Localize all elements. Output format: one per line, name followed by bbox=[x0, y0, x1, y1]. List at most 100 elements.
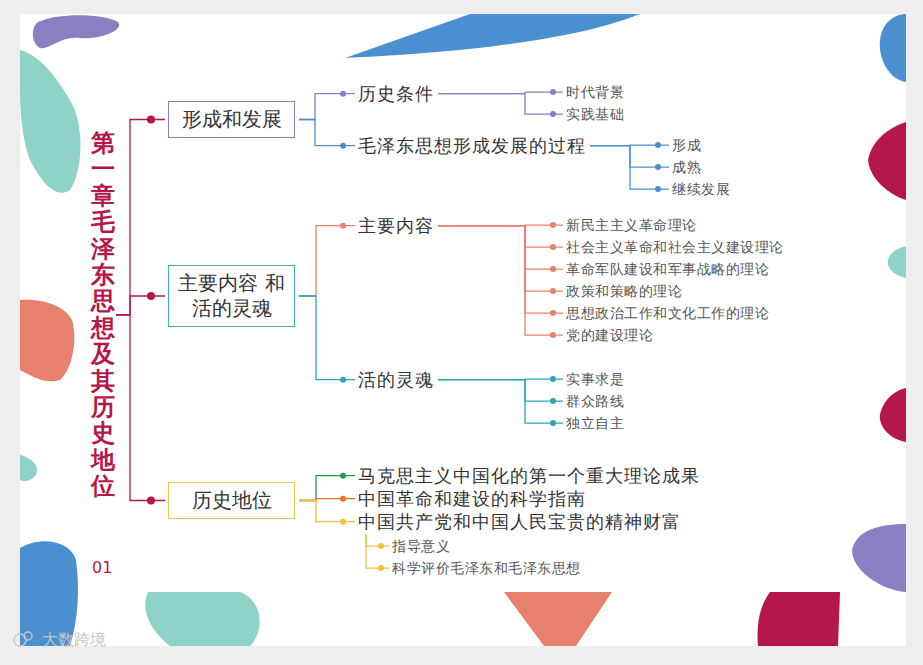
branch-dot bbox=[655, 186, 661, 192]
branch-dot bbox=[147, 116, 155, 124]
topic-text: 马克思主义中国化的第一个重大理论成果 bbox=[358, 464, 700, 487]
branch-dot bbox=[655, 142, 661, 148]
blob bbox=[20, 455, 37, 481]
node-text: 实事求是 bbox=[566, 370, 624, 388]
item-text: 新民主主义革命理论 bbox=[566, 216, 697, 234]
item-text: 群众路线 bbox=[566, 392, 624, 410]
node-text: 第一章毛泽东思想及其历史地位 bbox=[91, 130, 115, 499]
topic-text: 中国革命和建设的科学指南 bbox=[358, 487, 586, 510]
item-text: 实事求是 bbox=[566, 370, 624, 388]
tree-connector bbox=[438, 380, 563, 401]
branch-dot bbox=[147, 292, 155, 300]
node-text: 政策和策略的理论 bbox=[566, 282, 682, 300]
node-text: 思想政治工作和文化工作的理论 bbox=[566, 304, 769, 322]
item-text: 实践基础 bbox=[566, 105, 624, 123]
blob bbox=[20, 50, 80, 193]
item-text: 思想政治工作和文化工作的理论 bbox=[566, 304, 769, 322]
tree-connector bbox=[366, 534, 389, 568]
tree-connector bbox=[438, 226, 563, 291]
branch-dot bbox=[550, 420, 556, 426]
tree-connector bbox=[299, 501, 355, 522]
branch-dot bbox=[550, 310, 556, 316]
node-text: 党的建设理论 bbox=[566, 326, 653, 344]
item-text: 继续发展 bbox=[672, 180, 730, 198]
tree-connector bbox=[116, 315, 165, 501]
node-text: 成熟 bbox=[672, 158, 701, 176]
branch-dot bbox=[655, 164, 661, 170]
section-box: 历史地位 bbox=[168, 482, 295, 519]
branch-dot bbox=[550, 89, 556, 95]
node-text: 独立自主 bbox=[566, 414, 624, 432]
branch-dot bbox=[340, 519, 346, 525]
node-text: 指导意义 bbox=[392, 537, 450, 555]
item-text: 社会主义革命和社会主义建设理论 bbox=[566, 238, 784, 256]
node-text: 中国革命和建设的科学指南 bbox=[358, 487, 586, 510]
node-text: 科学评价毛泽东和毛泽东思想 bbox=[392, 559, 581, 577]
branch-dot bbox=[550, 288, 556, 294]
watermark: 大数跨境 bbox=[42, 630, 106, 651]
tree-connector bbox=[299, 226, 355, 296]
node-text: 群众路线 bbox=[566, 392, 624, 410]
tree-connector bbox=[438, 380, 563, 423]
node-text: 活的灵魂 bbox=[358, 368, 434, 391]
node-text: 社会主义革命和社会主义建设理论 bbox=[566, 238, 784, 256]
node-text: 主要内容 和活的灵魂 bbox=[177, 271, 286, 321]
branch-dot bbox=[550, 332, 556, 338]
topic-text: 历史条件 bbox=[358, 82, 434, 105]
item-text: 形成 bbox=[672, 136, 701, 154]
item-text: 科学评价毛泽东和毛泽东思想 bbox=[392, 559, 581, 577]
branch-dot bbox=[340, 496, 346, 502]
node-text: 毛泽东思想形成发展的过程 bbox=[358, 134, 586, 157]
branch-dot bbox=[340, 377, 346, 383]
blob bbox=[868, 122, 906, 200]
tree-connector bbox=[438, 226, 563, 335]
node-text: 形成和发展 bbox=[177, 107, 286, 132]
item-text: 独立自主 bbox=[566, 414, 624, 432]
blob bbox=[345, 14, 640, 58]
node-text: 历史地位 bbox=[177, 488, 286, 513]
blob bbox=[888, 246, 906, 278]
item-text: 党的建设理论 bbox=[566, 326, 653, 344]
branch-dot bbox=[340, 91, 346, 97]
topic-text: 活的灵魂 bbox=[358, 368, 434, 391]
tree-connector bbox=[116, 296, 165, 315]
tree-connector bbox=[590, 146, 669, 189]
tree-connector bbox=[299, 94, 355, 120]
topic-text: 毛泽东思想形成发展的过程 bbox=[358, 134, 586, 157]
tree-connector bbox=[438, 226, 563, 313]
node-text: 继续发展 bbox=[672, 180, 730, 198]
node-text: 形成 bbox=[672, 136, 701, 154]
node-text: 历史条件 bbox=[358, 82, 434, 105]
branch-dot bbox=[550, 376, 556, 382]
page-card bbox=[20, 14, 906, 646]
item-text: 革命军队建设和军事战略的理论 bbox=[566, 260, 769, 278]
node-text: 革命军队建设和军事战略的理论 bbox=[566, 260, 769, 278]
item-text: 成熟 bbox=[672, 158, 701, 176]
tree-connector bbox=[116, 120, 165, 315]
blob bbox=[852, 524, 906, 592]
blob bbox=[33, 15, 119, 48]
page-number: 01 bbox=[92, 558, 112, 577]
section-box: 主要内容 和活的灵魂 bbox=[168, 265, 295, 327]
chapter-title: 第一章毛泽东思想及其历史地位 bbox=[91, 130, 115, 499]
tree-connector bbox=[299, 120, 355, 146]
blob bbox=[145, 592, 259, 646]
branch-dot bbox=[550, 398, 556, 404]
branch-dot bbox=[550, 244, 556, 250]
node-text: 中国共产党和中国人民宝贵的精神财富 bbox=[358, 510, 681, 533]
node-text: 新民主主义革命理论 bbox=[566, 216, 697, 234]
topic-text: 中国共产党和中国人民宝贵的精神财富 bbox=[358, 510, 681, 533]
blob bbox=[758, 592, 841, 646]
node-text: 时代背景 bbox=[566, 83, 624, 101]
branch-dot bbox=[340, 143, 346, 149]
branch-dot bbox=[550, 222, 556, 228]
node-text: 主要内容 bbox=[358, 214, 434, 237]
tree-connector bbox=[438, 226, 563, 247]
tree-connector bbox=[438, 226, 563, 269]
node-text: 实践基础 bbox=[566, 105, 624, 123]
topic-text: 主要内容 bbox=[358, 214, 434, 237]
blob bbox=[880, 388, 906, 442]
item-text: 时代背景 bbox=[566, 83, 624, 101]
section-box: 形成和发展 bbox=[168, 101, 295, 138]
watermark-icon bbox=[14, 632, 32, 646]
